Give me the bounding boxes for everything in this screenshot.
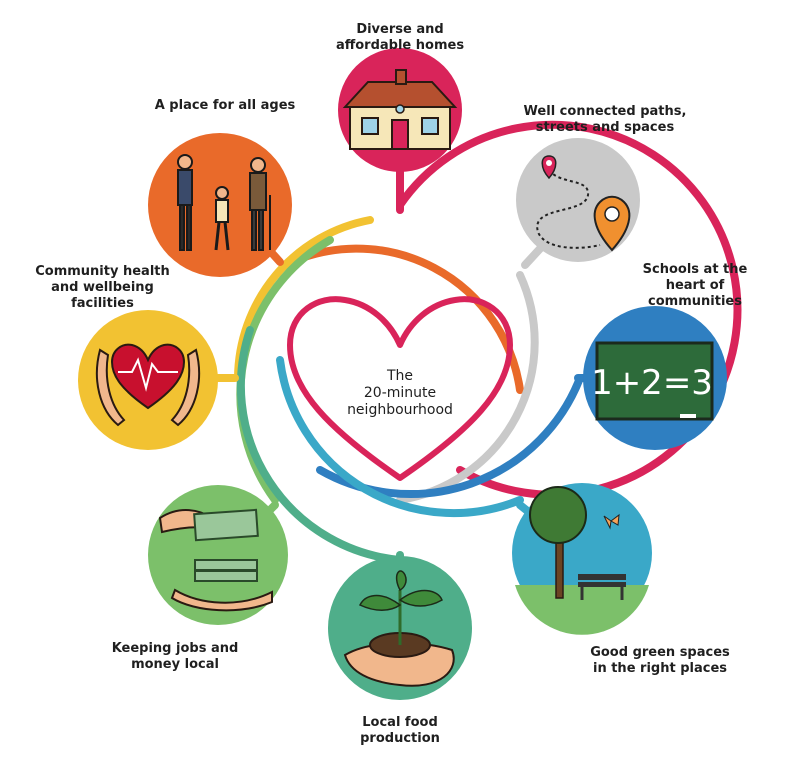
center-title: The 20-minute neighbourhood <box>300 368 500 419</box>
feature-green <box>512 483 652 635</box>
feature-paths <box>516 138 640 262</box>
chalkboard-text: 1+2=3 <box>591 363 713 403</box>
label-food: Local food production <box>360 715 440 746</box>
label-jobs: Keeping jobs and money local <box>111 641 239 672</box>
center-title-line1: The <box>386 368 414 384</box>
label-ages: A place for all ages <box>154 98 296 113</box>
feature-food <box>328 556 472 700</box>
feature-homes <box>338 48 462 172</box>
feature-ages <box>148 133 292 277</box>
ring-teal <box>276 356 524 518</box>
label-health: Community health and wellbeing facilitie… <box>35 264 170 311</box>
family-icon <box>177 154 271 251</box>
ring-seagreen <box>236 326 404 564</box>
feature-schools <box>583 306 727 450</box>
label-schools: Schools at the heart of communities <box>642 262 748 309</box>
center-title-line2: 20-minute <box>363 385 437 401</box>
label-homes: Diverse and affordable homes <box>335 22 465 53</box>
feature-health <box>78 310 218 450</box>
chalkboard-icon <box>595 341 714 421</box>
center-heart-icon <box>287 296 513 481</box>
heart-hands-icon <box>95 343 201 427</box>
label-paths: Well connected paths, streets and spaces <box>523 104 687 135</box>
seedling-icon <box>343 570 455 687</box>
map-pin-route-icon <box>536 155 631 252</box>
money-hands-icon <box>158 508 273 612</box>
label-green: Good green spaces in the right places <box>590 645 730 676</box>
feature-jobs <box>148 485 288 625</box>
tree-bench-icon <box>515 486 649 635</box>
house-icon <box>342 69 458 150</box>
center-title-line3: neighbourhood <box>347 402 453 418</box>
